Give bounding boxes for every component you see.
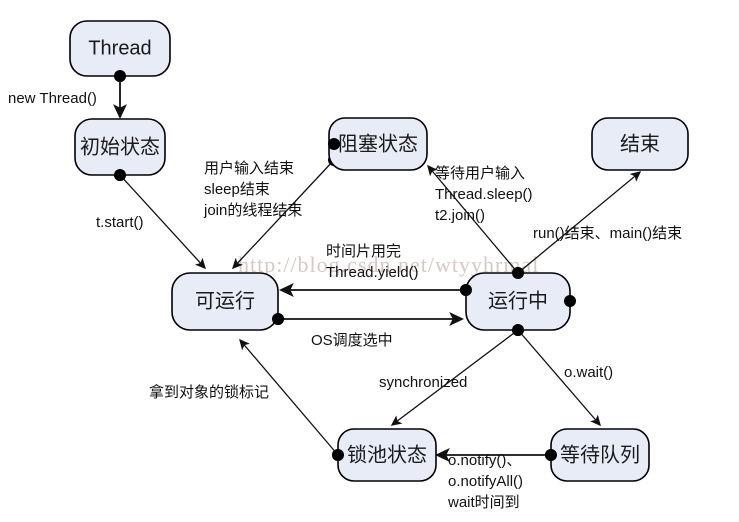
edge-blocked-to-runnable: 用户输入结束 sleep结束 join的线程结束: [203, 154, 340, 270]
edge-label-notify-1: o.notify()、: [448, 452, 521, 469]
edge-running-to-waitqueue: o.wait(): [517, 329, 613, 427]
node-thread-label: Thread: [88, 37, 151, 59]
edge-label-o-wait: o.wait(): [564, 364, 613, 381]
edge-running-to-lockpool: synchronized: [379, 324, 524, 426]
node-finished[interactable]: 结束: [591, 117, 689, 171]
edge-label-blocked-out-3: join的线程结束: [203, 202, 302, 219]
dot-waitqueue-left: [545, 449, 557, 461]
node-finished-label: 结束: [620, 132, 660, 155]
edge-waitqueue-to-lockpool: o.notify()、 o.notifyAll() wait时间到: [434, 447, 557, 511]
node-blocked-state[interactable]: 阻塞状态: [328, 117, 428, 171]
edge-label-blocked-out-2: sleep结束: [204, 181, 270, 198]
edge-label-yield-1: 时间片用完: [326, 243, 401, 260]
edge-label-notify-3: wait时间到: [447, 494, 520, 511]
dot-blocked-left: [328, 138, 340, 150]
edge-label-notify-2: o.notifyAll(): [448, 473, 523, 490]
node-thread[interactable]: Thread: [69, 20, 171, 77]
node-running[interactable]: 运行中: [465, 272, 571, 331]
dot-thread-bottom: [114, 70, 126, 82]
edge-label-blocked-out-1: 用户输入结束: [204, 160, 294, 177]
node-runnable-label: 可运行: [195, 289, 255, 312]
dot-running-left-upper: [460, 284, 472, 296]
edge-label-os-schedule: OS调度选中: [311, 332, 393, 349]
node-initial-state[interactable]: 初始状态: [74, 118, 166, 176]
edge-running-to-blocked: 等待用户输入 Thread.sleep() t2.join(): [427, 164, 533, 279]
node-waitqueue-label: 等待队列: [560, 443, 640, 466]
edge-label-t-start: t.start(): [96, 214, 144, 231]
dot-initial-bottom: [114, 169, 126, 181]
dot-running-bottom: [512, 324, 524, 336]
edge-runnable-to-running-schedule: OS调度选中: [272, 311, 465, 349]
node-running-label: 运行中: [488, 289, 548, 312]
node-lockpool-state[interactable]: 锁池状态: [337, 428, 437, 482]
edge-label-get-lock: 拿到对象的锁标记: [149, 383, 269, 401]
dot-running-right: [564, 295, 576, 307]
edge-label-yield-2: Thread.yield(): [326, 264, 419, 281]
node-waitqueue[interactable]: 等待队列: [550, 428, 650, 482]
edge-label-new-thread: new Thread(): [8, 90, 97, 107]
node-runnable[interactable]: 可运行: [171, 272, 279, 331]
edge-new-thread: new Thread(): [8, 70, 128, 120]
edge-label-finish: run()结束、main()结束: [533, 225, 682, 242]
edge-label-blocked-in-2: Thread.sleep(): [435, 186, 533, 203]
edge-running-to-finished: run()结束、main()结束: [517, 171, 682, 274]
node-blocked-state-label: 阻塞状态: [338, 132, 418, 155]
node-lockpool-state-label: 锁池状态: [347, 443, 427, 466]
edge-label-blocked-in-1: 等待用户输入: [435, 164, 525, 182]
edge-t-start: t.start(): [96, 169, 206, 270]
dot-running-top: [512, 267, 524, 279]
edge-lockpool-to-runnable: 拿到对象的锁标记: [149, 338, 344, 461]
dot-lockpool-left: [332, 449, 344, 461]
node-initial-state-label: 初始状态: [80, 135, 160, 158]
edge-label-blocked-in-3: t2.join(): [435, 207, 485, 224]
dot-runnable-right-lower: [272, 313, 284, 325]
edge-label-synchronized: synchronized: [379, 374, 467, 391]
node-runnable-box[interactable]: [171, 272, 279, 331]
node-finished-box[interactable]: [591, 117, 689, 171]
